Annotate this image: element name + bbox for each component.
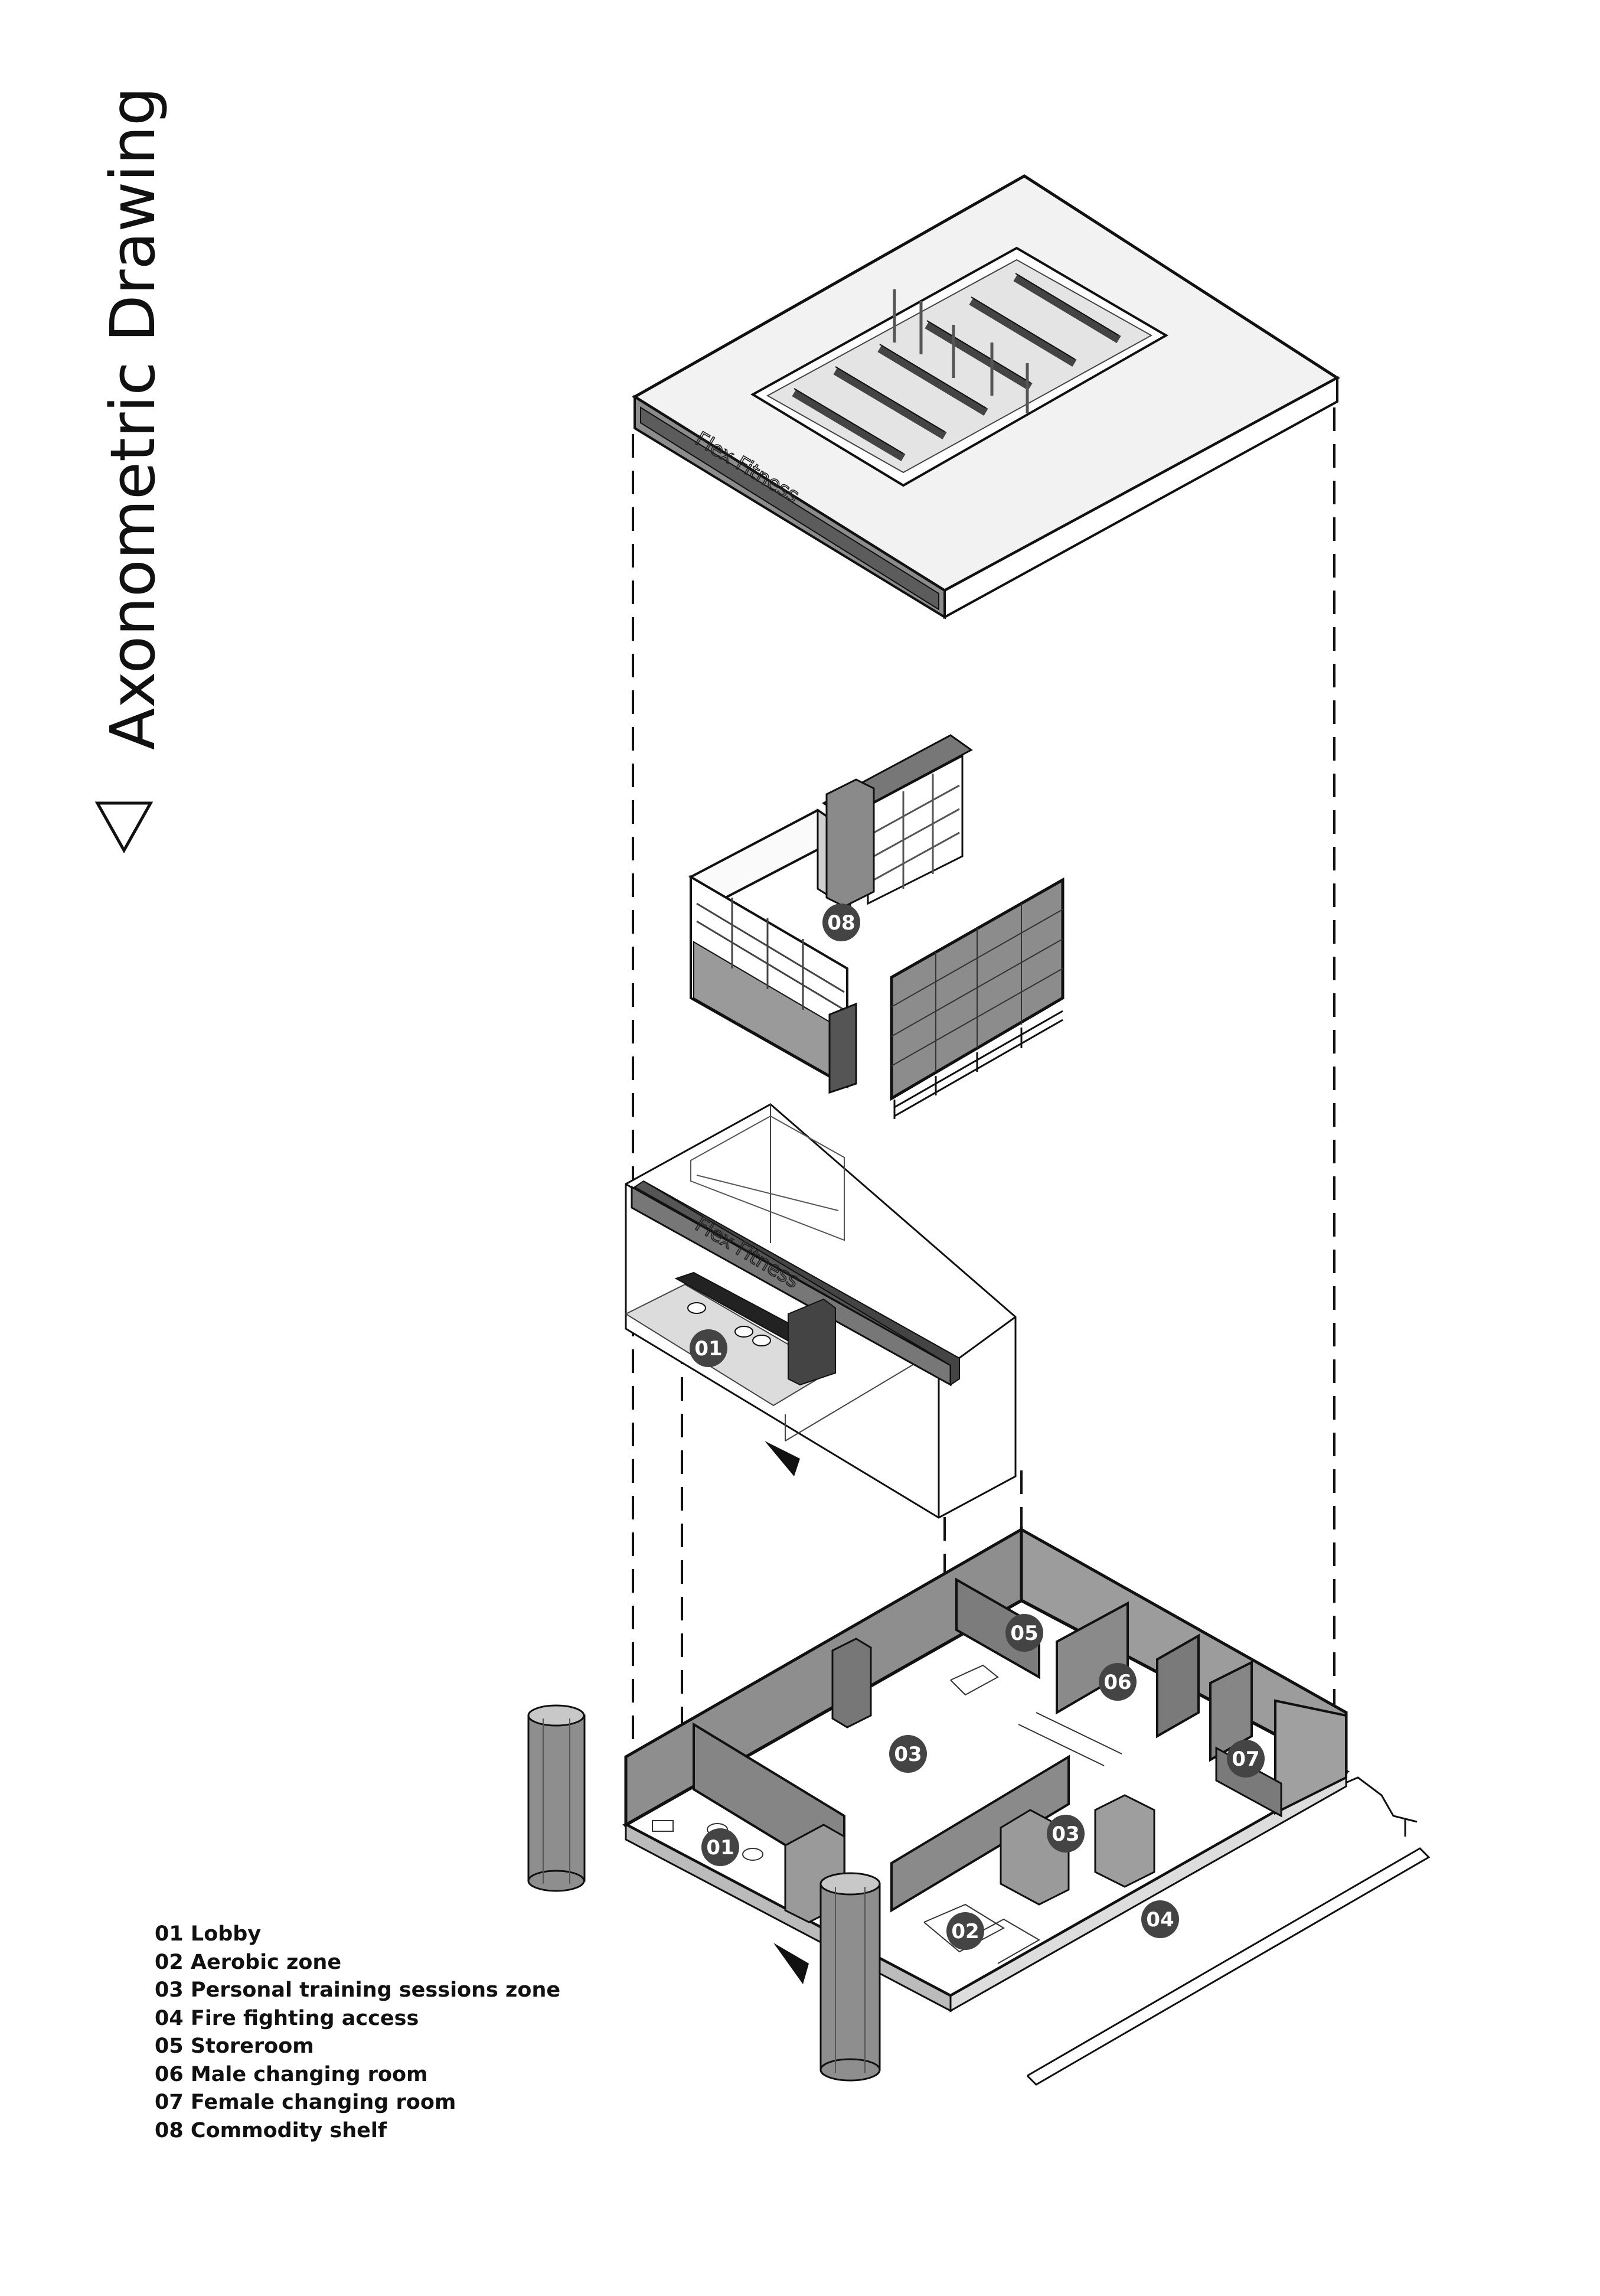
svg-text:07: 07: [1232, 1747, 1259, 1771]
floor-plan-layer: 01 02 03 03 04 05 06 07: [527, 1527, 1431, 2086]
svg-text:04: 04: [1146, 1908, 1174, 1932]
legend: 01 Lobby 02 Aerobic zone 03 Personal tra…: [155, 1920, 615, 2145]
legend-item: 06 Male changing room: [155, 2062, 428, 2086]
svg-text:01: 01: [706, 1836, 734, 1860]
page-title: Axonometric Drawing: [97, 86, 169, 750]
legend-item: 05 Storeroom: [155, 2034, 314, 2058]
badge-lobby-01: 01: [690, 1329, 727, 1367]
badge-floor-04: 04: [1141, 1900, 1179, 1938]
badge-shelf-08: 08: [822, 904, 860, 941]
column-left: [527, 1704, 586, 1892]
svg-text:01: 01: [694, 1337, 722, 1361]
entrance-arrow-icon: [765, 1441, 800, 1476]
svg-text:02: 02: [951, 1920, 979, 1943]
roof-layer: Flex Fitness: [632, 174, 1340, 619]
svg-text:06: 06: [1103, 1671, 1131, 1694]
column-front: [819, 1872, 881, 2082]
svg-text:05: 05: [1010, 1622, 1038, 1645]
badge-floor-07: 07: [1227, 1740, 1265, 1778]
legend-item: 07 Female changing room: [155, 2090, 456, 2114]
badge-floor-03b: 03: [1047, 1815, 1085, 1853]
badge-floor-01: 01: [701, 1828, 739, 1866]
legend-item: 01 Lobby: [155, 1922, 262, 1946]
badge-floor-05: 05: [1005, 1614, 1043, 1652]
entrance-arrow-icon: [773, 1943, 809, 1984]
svg-text:03: 03: [1052, 1822, 1079, 1846]
legend-item: 04 Fire fighting access: [155, 2006, 419, 2030]
svg-text:08: 08: [827, 911, 855, 935]
lobby-layer: Flex Fitness 01: [624, 1103, 1017, 1519]
triangle-down-outline-icon: [94, 801, 154, 854]
title-block: Axonometric Drawing: [94, 86, 171, 856]
legend-item: 03 Personal training sessions zone: [155, 1978, 561, 2002]
svg-text:03: 03: [894, 1743, 922, 1766]
badge-floor-02: 02: [946, 1912, 984, 1950]
commodity-shelf-layer: 08: [688, 734, 1065, 1119]
badge-floor-03a: 03: [889, 1735, 927, 1773]
legend-item: 02 Aerobic zone: [155, 1950, 342, 1974]
badge-floor-06: 06: [1099, 1663, 1137, 1701]
legend-item: 08 Commodity shelf: [155, 2118, 387, 2142]
